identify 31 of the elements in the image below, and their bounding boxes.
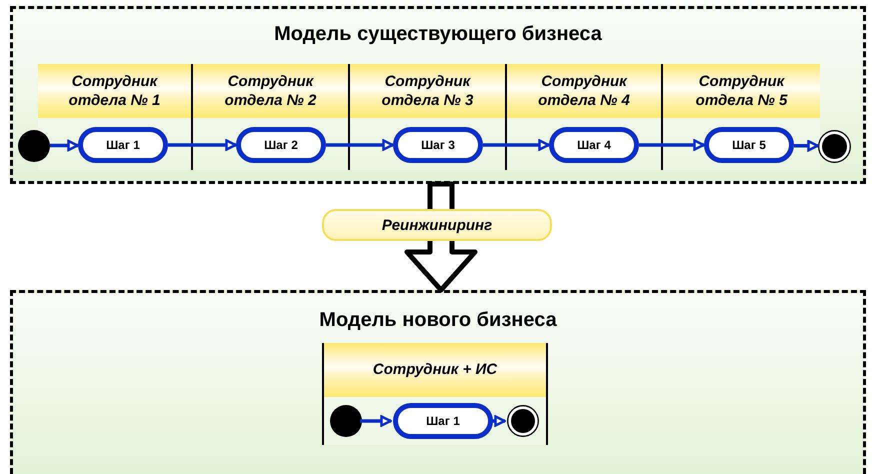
region-title: Модель существующего бизнеса <box>273 23 603 46</box>
lane-header: Сотрудник отдела № 5 <box>663 64 820 118</box>
step-pill: Шаг 5 <box>704 127 794 163</box>
lane-header: Сотрудник отдела № 4 <box>507 64 661 118</box>
dashed-region <box>10 290 866 474</box>
swimlane <box>193 64 350 170</box>
swimlane <box>350 64 507 170</box>
step-pill: Шаг 3 <box>393 127 483 163</box>
lane-header: Сотрудник отдела № 2 <box>193 64 348 118</box>
dashed-region <box>10 6 866 184</box>
arrow <box>491 415 506 427</box>
swimlane <box>663 64 820 170</box>
swimlane <box>322 343 548 445</box>
arrow <box>794 140 819 152</box>
arrow <box>483 139 550 151</box>
lane-header: Сотрудник + ИС <box>324 343 546 397</box>
lane-header: Сотрудник отдела № 3 <box>350 64 505 118</box>
step-pill: Шаг 2 <box>236 127 326 163</box>
step-pill: Шаг 1 <box>78 127 168 163</box>
arrow <box>639 139 705 151</box>
lane-header: Сотрудник отдела № 1 <box>38 64 191 118</box>
arrow <box>360 415 392 427</box>
step-pill: Шаг 1 <box>393 403 493 439</box>
step-pill: Шаг 4 <box>549 127 639 163</box>
arrow <box>50 140 79 152</box>
edge-label: Реинжиниринг <box>322 209 552 241</box>
arrow <box>326 139 394 151</box>
arrow <box>168 139 237 151</box>
swimlane <box>38 64 193 170</box>
swimlane <box>507 64 663 170</box>
region-title: Модель нового бизнеса <box>318 309 558 332</box>
